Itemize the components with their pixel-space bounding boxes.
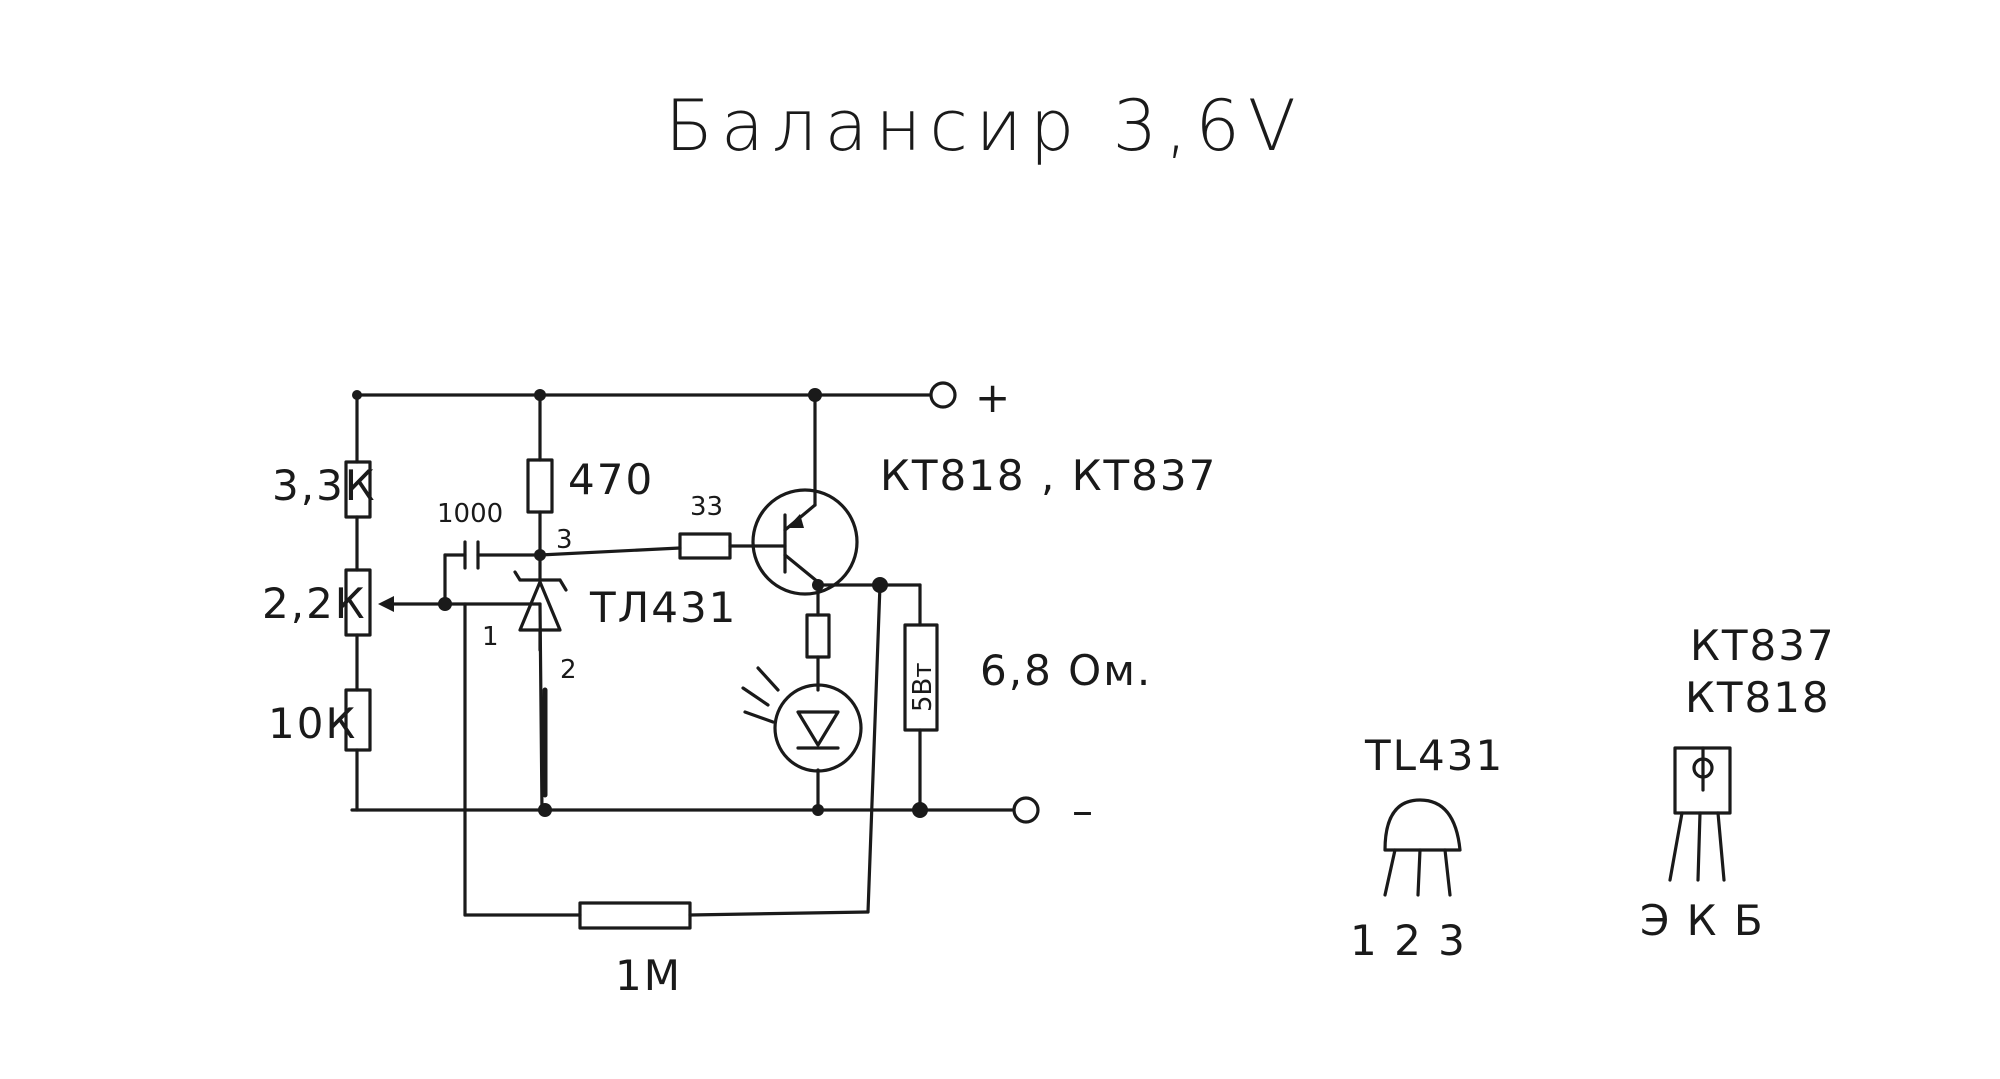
kt-transistor-pinout-icon	[1668, 746, 1732, 882]
load-resistor-value-label: 6,8 Ом.	[980, 646, 1152, 695]
resistor-1m-label: 1М	[615, 951, 682, 1000]
tl431-pin3-label: 3	[556, 525, 573, 555]
base-drive-wire	[538, 546, 682, 557]
tl431-regulator-symbol	[513, 553, 568, 798]
potentiometer-2-2k-label: 2,2К	[262, 579, 367, 628]
wiper-connection	[378, 596, 582, 917]
led-symbol	[741, 666, 863, 773]
load-resistor	[903, 623, 939, 732]
tl431-pinout-icon	[1383, 798, 1462, 897]
minus-terminal-label: –	[1072, 786, 1095, 835]
led-resistor	[805, 613, 831, 659]
resistor-10k-label: 10К	[268, 699, 357, 748]
junction-dots	[352, 388, 928, 818]
tl431-pinout-pins: 1 2 3	[1350, 916, 1467, 965]
tl431-pin1-label: 1	[482, 622, 499, 652]
diagram-title: Балансир 3,6V	[665, 85, 1304, 167]
kt-pinout-pins: Э К Б	[1640, 896, 1765, 945]
kt818-label: КТ818	[1685, 673, 1831, 722]
capacitor-1000	[443, 540, 542, 606]
kt837-label: КТ837	[1690, 621, 1836, 670]
resistor-470	[526, 393, 554, 557]
tl431-label: TЛ431	[589, 583, 737, 632]
positive-rail	[353, 381, 957, 409]
resistor-33-label: 33	[690, 492, 723, 522]
resistor-470-label: 470	[568, 455, 654, 504]
wiper-arrow-icon	[378, 596, 394, 612]
resistor-1m	[578, 901, 692, 930]
resistor-33	[678, 532, 787, 560]
transistor-label: КТ818 , КТ837	[880, 451, 1217, 500]
capacitor-label: 1000	[437, 499, 503, 529]
plus-terminal-label: +	[975, 373, 1012, 422]
resistor-3-3k-label: 3,3К	[272, 461, 377, 510]
tl431-pin2-label: 2	[560, 655, 577, 685]
emitter-arrow-icon	[787, 514, 804, 528]
tl431-pinout-label: TL431	[1364, 731, 1504, 780]
emitter-node-wiring	[688, 583, 922, 917]
negative-rail	[350, 796, 1040, 824]
transistor-symbol	[751, 393, 859, 596]
load-resistor-power-label: 5Вт	[908, 662, 938, 712]
divider-chain	[344, 393, 372, 812]
